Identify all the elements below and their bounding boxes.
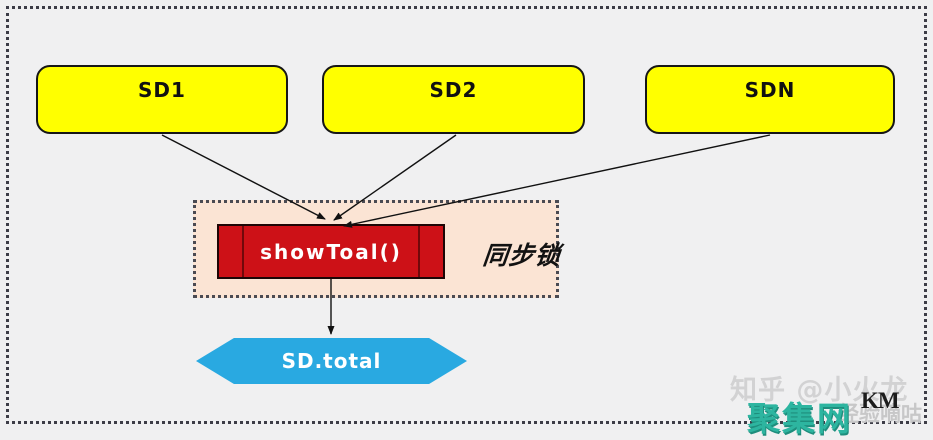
watermark-site-logo: 聚集网 xyxy=(747,399,852,438)
watermark-gray-overlay: 经验嘀咕 xyxy=(838,402,922,426)
node-sd2-label: SD2 xyxy=(429,78,478,102)
watermark-dark-overlay: KM xyxy=(861,388,900,413)
node-sdtotal-label: SD.total xyxy=(281,349,382,373)
subroutine-stripe-left xyxy=(242,226,244,277)
node-sd2: SD2 xyxy=(322,65,585,134)
outer-dashed-frame xyxy=(6,6,927,424)
node-sd1-label: SD1 xyxy=(138,78,186,102)
node-sdn: SDN xyxy=(645,65,895,134)
node-showtoal-label: showToal() xyxy=(260,239,402,264)
node-sdn-label: SDN xyxy=(744,78,796,102)
node-sdtotal: SD.total xyxy=(196,338,467,384)
diagram-canvas: SD1 SD2 SDN showToal() 同步锁 SD.total 知乎 @… xyxy=(6,6,927,438)
subroutine-stripe-right xyxy=(418,226,420,277)
sync-lock-label: 同步锁 xyxy=(481,241,563,270)
node-showtoal: showToal() xyxy=(217,224,445,279)
watermark-zhihu: 知乎 @小火龙 xyxy=(730,375,909,406)
node-sd1: SD1 xyxy=(36,65,288,134)
